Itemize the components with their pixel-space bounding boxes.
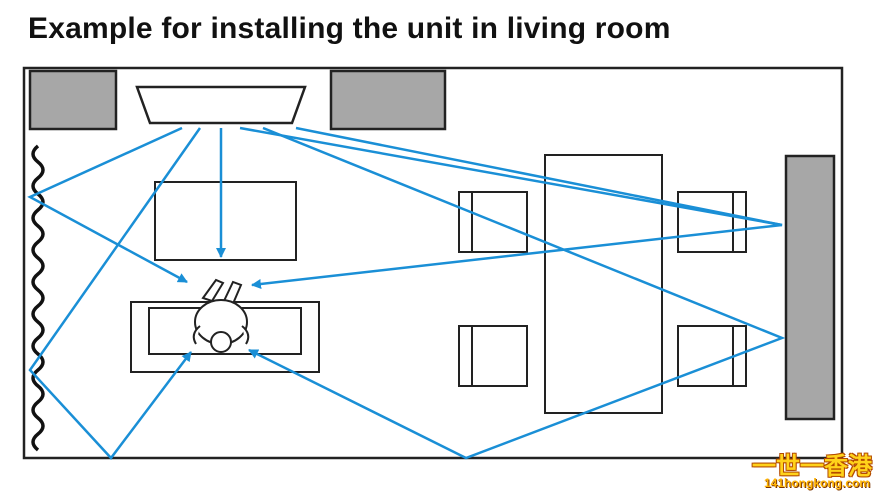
watermark: 一世一香港 141hongkong.com xyxy=(752,446,876,496)
ray-left-lower xyxy=(28,127,202,460)
listener xyxy=(192,278,250,353)
curtain-wall xyxy=(31,144,45,452)
front-left-speaker xyxy=(28,69,118,131)
front-right-speaker xyxy=(329,69,447,131)
watermark-url: 141hongkong.com xyxy=(763,476,870,490)
ray-back-wall xyxy=(295,126,783,227)
sound-rays xyxy=(27,126,786,460)
sound-bar-unit xyxy=(135,85,307,125)
ray-right-lower xyxy=(248,126,786,460)
dining-chair-2 xyxy=(458,325,528,387)
watermark-logo: 一世一香港 xyxy=(752,452,872,480)
room-boundary xyxy=(22,66,844,460)
ray-left-upper xyxy=(27,126,188,284)
dining-chair-3 xyxy=(677,191,747,253)
diagram-title: Example for installing the unit in livin… xyxy=(28,12,671,45)
coffee-table xyxy=(154,181,297,261)
side-wall-panel xyxy=(784,154,836,421)
